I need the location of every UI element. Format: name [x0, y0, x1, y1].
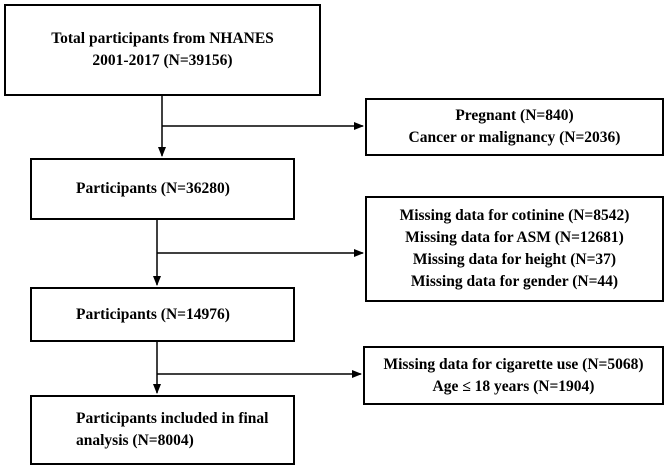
exclusion-2-line-3: Missing data for height (N=37) — [412, 251, 617, 268]
step-final-analysis: Participants included in final analysis … — [30, 395, 295, 465]
step-final-line-1: Participants included in final — [76, 410, 269, 427]
exclusion-1-line-1: Pregnant (N=840) — [455, 107, 574, 124]
step-participants-36280: Participants (N=36280) — [30, 158, 295, 220]
exclusion-2-line-4: Missing data for gender (N=44) — [410, 273, 619, 290]
exclusion-cigarette-age: Missing data for cigarette use (N=5068) … — [363, 346, 664, 405]
step-participants-14976: Participants (N=14976) — [30, 287, 295, 342]
exclusion-3-line-2: Age ≤ 18 years (N=1904) — [432, 377, 595, 395]
exclusion-2-line-2: Missing data for ASM (N=12681) — [405, 229, 624, 246]
exclusion-pregnant-cancer: Pregnant (N=840) Cancer or malignancy (N… — [365, 98, 664, 156]
exclusion-3-line-1: Missing data for cigarette use (N=5068) — [383, 355, 644, 373]
step-participants-36280-line-1: Participants (N=36280) — [76, 180, 230, 197]
exclusion-2-line-1: Missing data for cotinine (N=8542) — [399, 207, 630, 224]
step-participants-14976-line-1: Participants (N=14976) — [76, 305, 230, 323]
exclusion-missing-data: Missing data for cotinine (N=8542) Missi… — [365, 196, 664, 302]
step-total-line-1: Total participants from NHANES — [51, 30, 274, 47]
step-total-line-2: 2001-2017 (N=39156) — [92, 52, 233, 69]
step-total-participants: Total participants from NHANES 2001-2017… — [4, 4, 321, 96]
exclusion-1-line-2: Cancer or malignancy (N=2036) — [408, 129, 621, 146]
step-final-line-2: analysis (N=8004) — [76, 432, 194, 449]
